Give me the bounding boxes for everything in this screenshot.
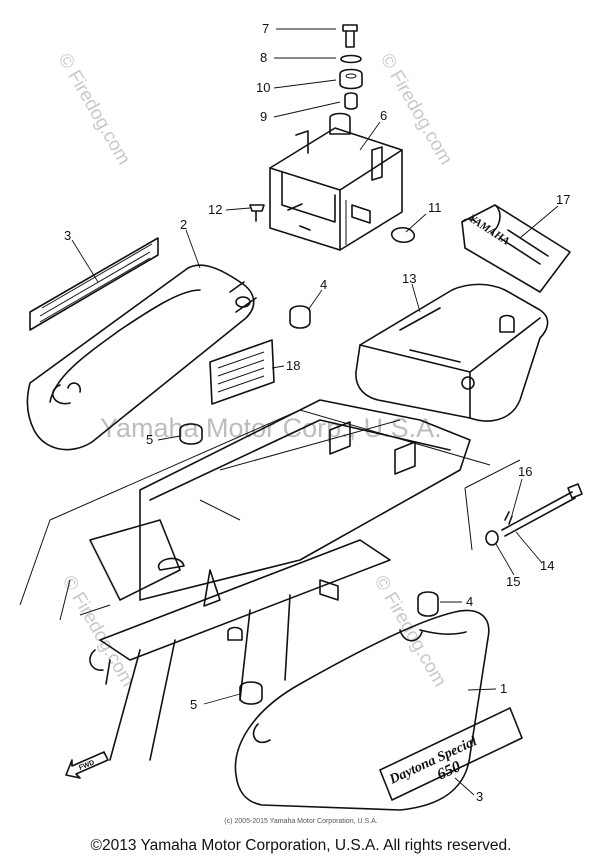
callout-2: 2 [180, 217, 187, 232]
callout-9: 9 [260, 109, 267, 124]
main-copyright: ©2013 Yamaha Motor Corporation, U.S.A. A… [90, 837, 512, 854]
callout-4-bottom: 4 [466, 594, 473, 609]
watermark-top-left: © Firedog.com [54, 50, 135, 169]
washer-8 [340, 54, 362, 64]
callout-10: 10 [256, 80, 270, 95]
decal-daytona: Daytona Special 650 [379, 707, 523, 801]
battery-box [269, 112, 403, 251]
leader-lines [71, 28, 559, 796]
bolt-7 [342, 24, 358, 48]
collar-9 [344, 92, 358, 110]
washer-15 [485, 530, 499, 546]
callout-12: 12 [208, 202, 222, 217]
callout-6: 6 [380, 108, 387, 123]
grommet-10 [339, 68, 363, 90]
side-cover-left [26, 264, 257, 451]
grommet-5-bottom [239, 681, 263, 705]
battery: YAMAHA [461, 204, 571, 293]
callout-8: 8 [260, 50, 267, 65]
callout-5-bottom: 5 [190, 697, 197, 712]
grommet-5-top [179, 423, 203, 445]
callout-17: 17 [556, 192, 570, 207]
watermark-bottom-right: © Firedog.com [370, 572, 451, 691]
battery-tray [355, 283, 549, 422]
caution-label-18 [209, 339, 275, 405]
callout-5-top: 5 [146, 432, 153, 447]
grommet-4-bottom [417, 591, 439, 617]
battery-label: YAMAHA [466, 212, 511, 247]
caution-label-top [29, 237, 159, 331]
watermark-group: © Firedog.com © Firedog.com © Firedog.co… [54, 50, 457, 691]
callout-4-top: 4 [320, 277, 327, 292]
callout-3-bottom: 3 [476, 789, 483, 804]
mounting-bolt-14 [501, 483, 583, 537]
callout-14: 14 [540, 558, 554, 573]
callout-7: 7 [262, 21, 269, 36]
callout-1: 1 [500, 681, 507, 696]
watermark-center: Yamaha Motor Corp., U.S.A. [100, 413, 442, 443]
grommet-11 [391, 227, 415, 243]
small-copyright: (c) 2005-2015 Yamaha Motor Corporation, … [224, 818, 378, 825]
screw-12 [249, 204, 265, 222]
forward-arrow-icon: FWD [65, 751, 109, 779]
callout-18: 18 [286, 358, 300, 373]
grommet-4-top [289, 305, 311, 329]
watermark-top-right: © Firedog.com [376, 50, 457, 169]
callout-16: 16 [518, 464, 532, 479]
frame-assembly [19, 399, 491, 761]
callout-3-top: 3 [64, 228, 71, 243]
callout-numbers: 7 8 10 9 6 12 11 17 3 2 4 13 18 5 16 14 … [64, 21, 570, 804]
callout-15: 15 [506, 574, 520, 589]
watermark-bottom-left: © Firedog.com [58, 572, 139, 691]
callout-13: 13 [402, 271, 416, 286]
battery-box-fasteners [339, 24, 363, 110]
side-cover-right [234, 609, 490, 811]
callout-11: 11 [428, 200, 442, 215]
cotter-pin-16 [504, 511, 513, 525]
